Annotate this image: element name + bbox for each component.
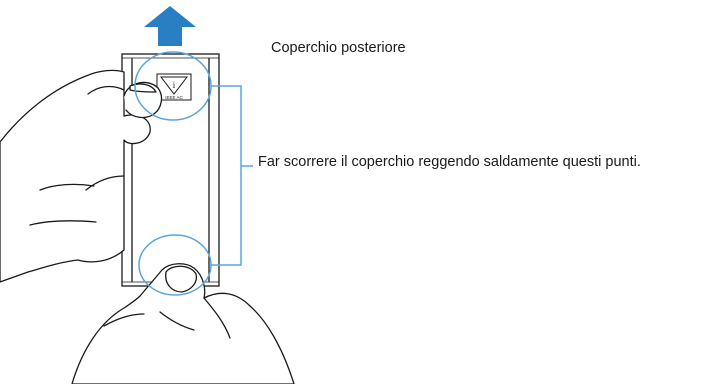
bottom-hand (71, 263, 295, 385)
svg-text:i: i (173, 80, 176, 90)
arrow-up-icon (144, 6, 196, 46)
instruction-label: Far scorrere il coperchio reggendo salda… (258, 154, 641, 170)
device-label: i IEEE AC (156, 73, 192, 101)
top-hand (0, 69, 163, 283)
back-cover-label: Coperchio posteriore (271, 40, 406, 56)
device-label-text: IEEE AC (165, 95, 183, 100)
info-triangle-icon: i (159, 76, 189, 95)
bracket (211, 85, 253, 266)
